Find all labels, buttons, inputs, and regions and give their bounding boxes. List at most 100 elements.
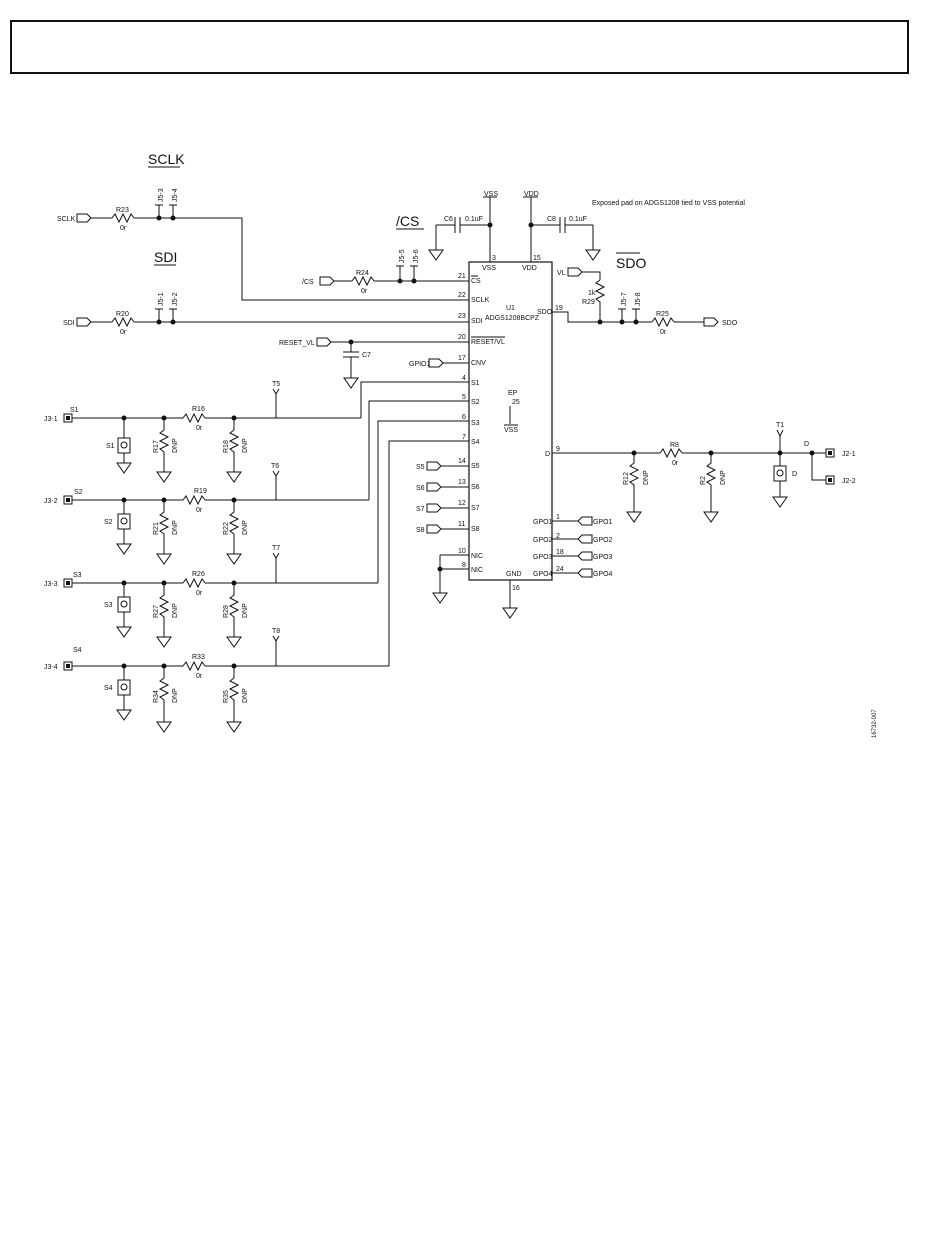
- r29-ref: R29: [582, 299, 595, 306]
- r21-value: DNP: [172, 520, 179, 535]
- r18-ref: R18: [223, 440, 230, 453]
- r29-value: 1k: [588, 290, 596, 297]
- ic-part: ADGS1208BCPZ: [485, 315, 540, 322]
- vl-port-label: VL: [557, 270, 566, 277]
- pin-name-cnv: CNV: [471, 360, 486, 367]
- r17-value: DNP: [172, 438, 179, 453]
- r34-ref: R34: [153, 690, 160, 703]
- s2-net-label: S2: [74, 489, 83, 496]
- s6-port-label: S6: [416, 485, 425, 492]
- r34-value: DNP: [172, 688, 179, 703]
- j5-2-label: J5-2: [172, 292, 179, 306]
- reset-net: RESET_VL C7 GPIO1: [279, 337, 469, 389]
- reset-port-label: RESET_VL: [279, 340, 315, 347]
- s3-net-label: S3: [73, 572, 82, 579]
- channel-s3: J3-3 S3 S3 R27 DNP R26 0r R28 DNP T7: [44, 420, 469, 648]
- j5-5-label: J5-5: [399, 249, 406, 263]
- channel-s4: J3-4 S4 S4 R34 DNP R33 0r R35 DNP T8: [44, 440, 469, 733]
- ep-num: 25: [512, 399, 520, 406]
- pin-name-sclk: SCLK: [471, 297, 490, 304]
- pin-num-5: 5: [462, 394, 466, 401]
- pin-name-reset: RESET/VL: [471, 339, 505, 346]
- sdo-title: SDO: [616, 255, 646, 271]
- cs-title: /CS: [396, 213, 419, 229]
- pin-name-nic2: NIC: [471, 567, 483, 574]
- pin-name-s2: S2: [471, 399, 480, 406]
- r19-ref: R19: [194, 488, 207, 495]
- s2-smb-label: S2: [104, 519, 113, 526]
- j5-3-label: J5-3: [158, 188, 165, 202]
- r33-value: 0r: [196, 673, 203, 680]
- sdo-net: SDO VL 1k R29 J5-7 J5-8 R25 0r SDO: [552, 252, 738, 336]
- r24-ref: R24: [356, 270, 369, 277]
- r24-value: 0r: [361, 288, 368, 295]
- gpo2-port-label: GPO2: [593, 537, 613, 544]
- j2-2-label: J2-2: [842, 478, 856, 485]
- j5-6-label: J5-6: [413, 249, 420, 263]
- pin-name-gpo2: GPO2: [533, 537, 553, 544]
- pin-name-gpo1: GPO1: [533, 519, 553, 526]
- pin-num-17: 17: [458, 355, 466, 362]
- t6-label: T6: [271, 463, 279, 470]
- pin-name-d: D: [545, 451, 550, 458]
- r27-ref: R27: [153, 605, 160, 618]
- s5-s8-ports: S5 S6 S7 S8: [416, 461, 469, 604]
- c8-value: 0.1uF: [569, 216, 587, 223]
- r2-value: DNP: [720, 470, 727, 485]
- pin-num-13: 13: [458, 479, 466, 486]
- j5-4-label: J5-4: [172, 188, 179, 202]
- ic-ref: U1: [506, 305, 515, 312]
- c7-ref: C7: [362, 352, 371, 359]
- r23-value: 0r: [120, 225, 127, 232]
- r8-value: 0r: [672, 460, 679, 467]
- j3-2-label: J3-2: [44, 498, 58, 505]
- pin-name-sdi: SDI: [471, 318, 483, 325]
- s4-smb-label: S4: [104, 685, 113, 692]
- s7-port-label: S7: [416, 506, 425, 513]
- pin-name-s8: S8: [471, 526, 480, 533]
- j5-1-label: J5-1: [158, 292, 165, 306]
- cs-port-label: /CS: [302, 279, 314, 286]
- t7-label: T7: [272, 545, 280, 552]
- ep-net: VSS: [504, 427, 518, 434]
- r12-ref: R12: [623, 472, 630, 485]
- r20-ref: R20: [116, 311, 129, 318]
- d-net-label: D: [804, 441, 809, 448]
- r19-value: 0r: [196, 507, 203, 514]
- pin-name-s4: S4: [471, 439, 480, 446]
- sdi-title: SDI: [154, 249, 177, 265]
- pin-num-6: 6: [462, 414, 466, 421]
- t8-label: T8: [272, 628, 280, 635]
- pin-num-18: 18: [556, 549, 564, 556]
- source-channels: J3-1 S1 S1 R17 DNP R16 0r R18 DNP T5: [44, 381, 469, 733]
- j2-1-label: J2-1: [842, 451, 856, 458]
- pin-num-15: 15: [533, 255, 541, 262]
- pin-num-3: 3: [492, 255, 496, 262]
- pin-num-21: 21: [458, 273, 466, 280]
- r26-ref: R26: [192, 571, 205, 578]
- s1-net-label: S1: [70, 407, 79, 414]
- pin-num-16: 16: [512, 585, 520, 592]
- gpo4-port-label: GPO4: [593, 571, 613, 578]
- r2-ref: R2: [700, 476, 707, 485]
- sclk-title: SCLK: [148, 151, 185, 167]
- s3-smb-label: S3: [104, 602, 113, 609]
- r20-value: 0r: [120, 329, 127, 336]
- r18-value: DNP: [242, 438, 249, 453]
- gpo1-port-label: GPO1: [593, 519, 613, 526]
- pin-num-19: 19: [555, 305, 563, 312]
- channel-s1: J3-1 S1 S1 R17 DNP R16 0r R18 DNP T5: [44, 381, 469, 483]
- power-rails: VSS VDD C6 0.1uF C8 0.1uF Exposed pad on…: [428, 191, 745, 261]
- gpo3-port-label: GPO3: [593, 554, 613, 561]
- c6-value: 0.1uF: [465, 216, 483, 223]
- pin-num-1: 1: [556, 514, 560, 521]
- t5-label: T5: [272, 381, 280, 388]
- pin-name-cs: CS: [471, 278, 481, 285]
- pin-num-7: 7: [462, 434, 466, 441]
- pin-num-8: 8: [462, 562, 466, 569]
- pin-name-vdd: VDD: [522, 265, 537, 272]
- figure-id: 16732-007: [872, 709, 878, 738]
- j3-4-label: J3-4: [44, 664, 58, 671]
- drain-net: R12 DNP R8 0r R2 DNP T1 D D J2-1 J2-2: [552, 422, 856, 523]
